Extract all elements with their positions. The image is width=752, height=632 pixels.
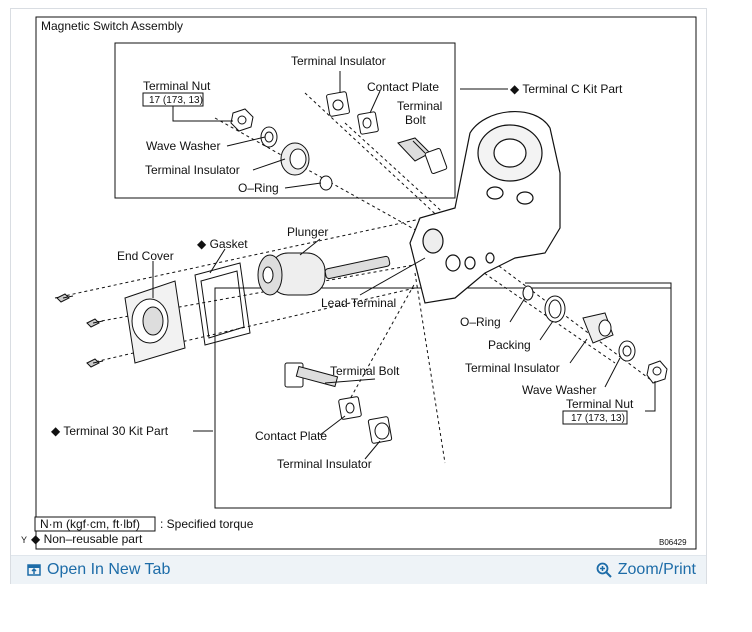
label-torque-right: 17 (173, 13) (571, 413, 625, 424)
label-terminal-insulator-right: Terminal Insulator (465, 361, 560, 375)
zoom-print-label: Zoom/Print (617, 561, 696, 578)
label-terminal-nut-right: Terminal Nut (566, 397, 634, 411)
starter-housing (409, 110, 561, 304)
diagram-figure[interactable]: Magnetic Switch Assembly (15, 13, 701, 553)
leader-lines (152, 71, 656, 460)
label-gasket: ◆ Gasket (197, 237, 248, 251)
terminal-30-kit-parts (284, 362, 393, 444)
label-terminal-bolt-top-1: Terminal (397, 99, 442, 113)
diagram-title: Magnetic Switch Assembly (41, 19, 183, 33)
legend-unit: N·m (kgf·cm, ft·lbf) (40, 517, 140, 531)
label-contact-plate-bottom: Contact Plate (255, 429, 327, 443)
label-terminal-insulator-top: Terminal Insulator (291, 54, 386, 68)
label-plunger: Plunger (287, 225, 328, 239)
label-terminal-c-kit: ◆ Terminal C Kit Part (510, 82, 623, 96)
label-o-ring-right: O–Ring (460, 315, 501, 329)
label-torque-top: 17 (173, 13) (149, 95, 203, 106)
label-terminal-insulator-bottom: Terminal Insulator (277, 457, 372, 471)
label-terminal-bolt-top-2: Bolt (405, 113, 426, 127)
label-terminal-bolt-bottom: Terminal Bolt (330, 364, 400, 378)
terminal-c-kit-parts (230, 91, 448, 191)
right-kit-box-edge (525, 282, 672, 288)
legend-specified-torque: : Specified torque (160, 517, 254, 531)
label-wave-washer-top: Wave Washer (146, 139, 220, 153)
label-contact-plate-top: Contact Plate (367, 80, 439, 94)
label-lead-terminal: Lead Terminal (321, 296, 396, 310)
zoom-print-link[interactable]: Zoom/Print (596, 561, 696, 579)
right-parts (522, 285, 668, 384)
image-actions-bar: Open In New Tab Zoom/Print (11, 555, 706, 584)
legend-unit-box (34, 516, 156, 532)
label-wave-washer-right: Wave Washer (522, 383, 596, 397)
magnifier-plus-icon (596, 562, 612, 578)
legend-mark: Y (21, 535, 27, 545)
diagram-svg: Magnetic Switch Assembly (21, 16, 697, 550)
open-in-new-tab-label: Open In New Tab (47, 561, 171, 578)
terminal-c-kit-box (114, 42, 456, 199)
label-terminal-30-kit: ◆ Terminal 30 Kit Part (51, 424, 169, 438)
legend-non-reusable: ◆ Non–reusable part (31, 532, 143, 546)
label-o-ring-top: O–Ring (238, 181, 279, 195)
open-in-new-tab-link[interactable]: Open In New Tab (27, 561, 170, 579)
torque-box-top (142, 92, 204, 107)
label-end-cover: End Cover (117, 249, 174, 263)
label-terminal-insulator-mid: Terminal Insulator (145, 163, 240, 177)
figure-code: B06429 (659, 538, 687, 547)
left-parts (56, 252, 391, 368)
figure-card: Magnetic Switch Assembly (10, 8, 707, 584)
label-terminal-nut-top: Terminal Nut (143, 79, 211, 93)
torque-box-right (562, 410, 628, 425)
open-in-new-tab-icon (27, 563, 41, 577)
label-packing: Packing (488, 338, 531, 352)
diagram-frame (35, 16, 697, 550)
